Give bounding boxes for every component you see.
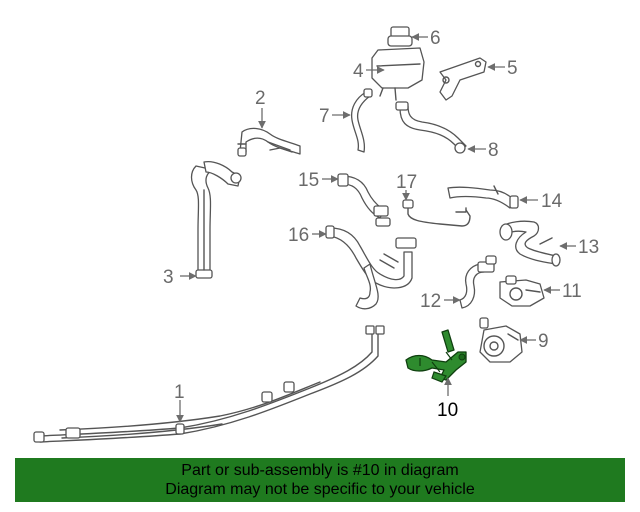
- info-banner-line2: Diagram may not be specific to your vehi…: [165, 481, 475, 498]
- callout-3: 3: [163, 267, 174, 288]
- part-7-hose[interactable]: [350, 88, 373, 153]
- info-banner-line1: Part or sub-assembly is #10 in diagram: [181, 462, 459, 479]
- callout-12: 12: [420, 291, 441, 312]
- callout-15: 15: [298, 170, 319, 191]
- callout-6: 6: [430, 28, 441, 49]
- part-1-line-assembly[interactable]: [33, 325, 385, 443]
- callout-16: 16: [288, 225, 309, 246]
- callout-10: 10: [437, 400, 458, 421]
- callout-8: 8: [488, 140, 499, 161]
- part-2-hose[interactable]: [237, 127, 301, 157]
- part-11-valve[interactable]: [499, 275, 545, 307]
- part-15-hose[interactable]: [337, 173, 391, 227]
- part-4-expansion-tank[interactable]: [371, 47, 425, 101]
- callout-2: 2: [255, 88, 266, 109]
- part-6-reservoir-cap[interactable]: [387, 26, 413, 47]
- callout-1: 1: [174, 382, 185, 403]
- callout-14: 14: [541, 191, 563, 212]
- callout-9: 9: [538, 331, 549, 352]
- part-16-hose[interactable]: [325, 225, 417, 310]
- part-14-hose[interactable]: [447, 185, 519, 209]
- callout-13: 13: [578, 237, 599, 258]
- callout-7: 7: [319, 106, 330, 127]
- callout-17: 17: [396, 172, 417, 193]
- info-banner: Part or sub-assembly is #10 in diagram D…: [15, 458, 625, 502]
- callout-11: 11: [562, 281, 582, 302]
- part-3-hose[interactable]: [190, 160, 242, 279]
- leader-arrows: [176, 33, 576, 423]
- part-12-hose[interactable]: [459, 255, 497, 309]
- part-13-hose[interactable]: [499, 220, 561, 267]
- part-8-hose[interactable]: [395, 101, 467, 154]
- part-17-sensor-line[interactable]: [402, 199, 471, 227]
- part-9-water-pump[interactable]: [479, 317, 523, 363]
- callout-5: 5: [507, 58, 518, 79]
- part-5-bracket[interactable]: [439, 57, 487, 101]
- callout-labels: 6 4 5 2 7 8 15 17 14 16 13 3 11 12 9 10 …: [163, 28, 599, 421]
- callout-4: 4: [353, 61, 364, 82]
- part-10-highlighted[interactable]: [405, 329, 467, 383]
